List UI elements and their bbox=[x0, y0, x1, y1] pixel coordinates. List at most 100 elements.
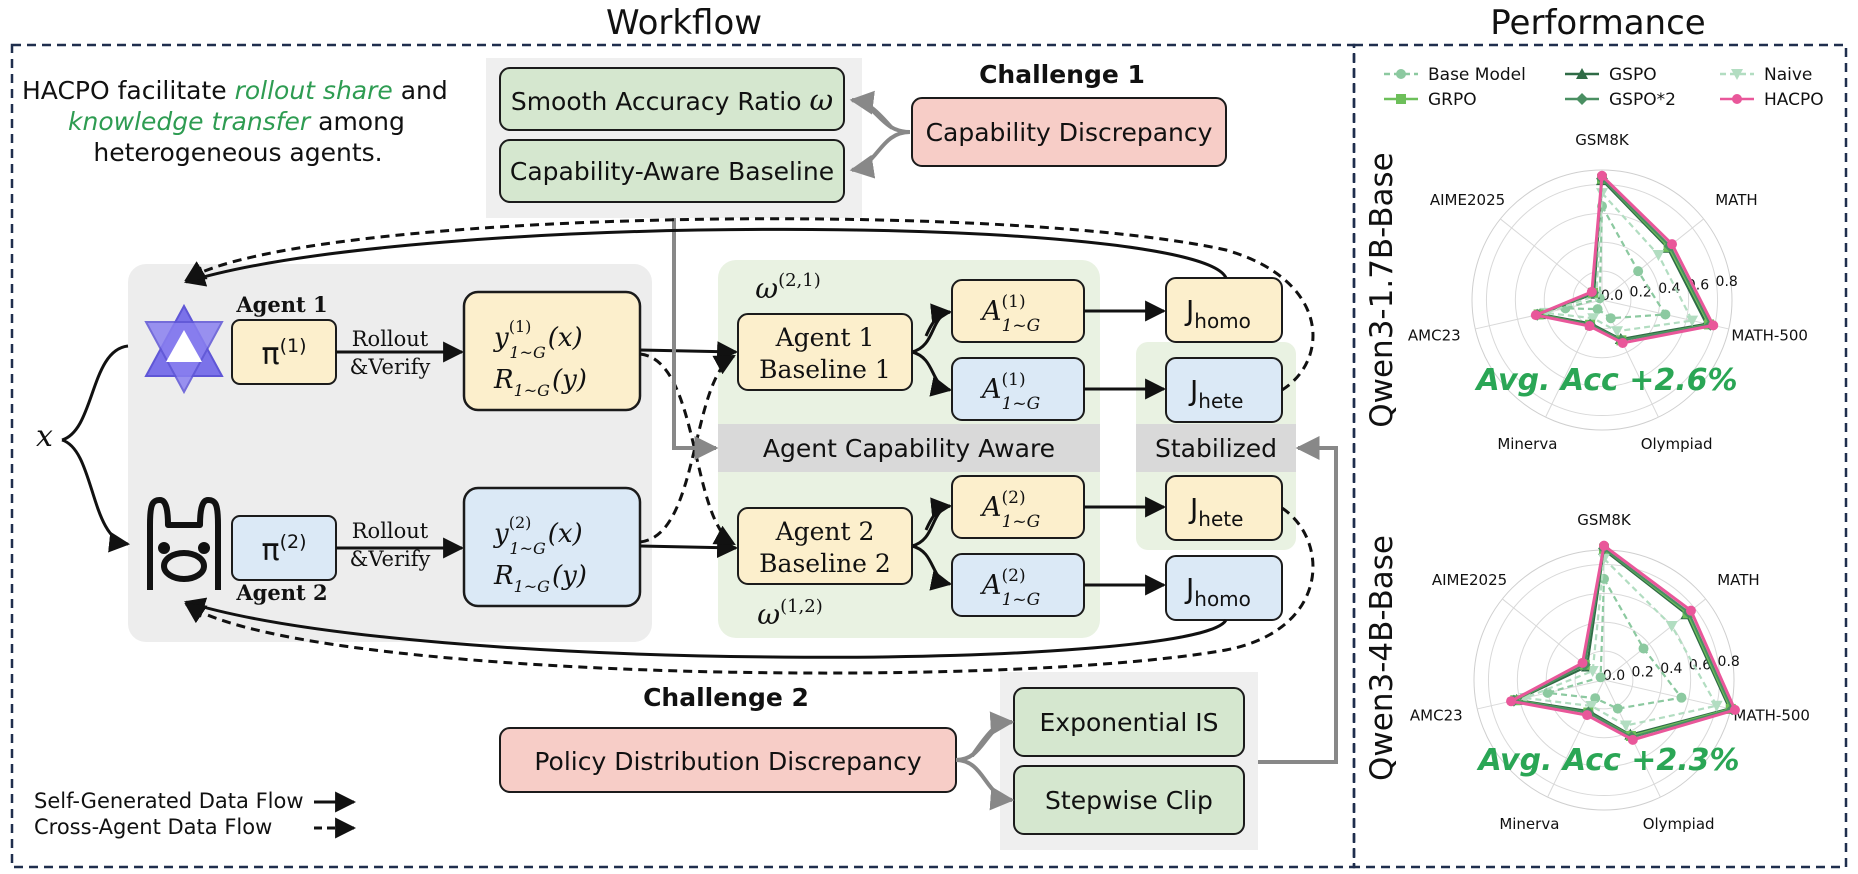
challenge2-heading: Challenge 2 bbox=[643, 683, 809, 712]
radar-point-5-4 bbox=[1584, 321, 1595, 332]
svg-text:Jhomo: Jhomo bbox=[1184, 572, 1251, 611]
radar-tick-label-4: 0.8 bbox=[1718, 654, 1740, 670]
challenge1-connector-top bbox=[849, 90, 894, 130]
radar-tick-label-1: 0.2 bbox=[1630, 284, 1652, 300]
baseline1-advantage-arrow-top bbox=[924, 303, 953, 337]
agent2-to-baseline2-arrow bbox=[639, 537, 739, 559]
radar-point-5-0 bbox=[1597, 170, 1607, 181]
radar-spoke-5 bbox=[1477, 679, 1605, 710]
baseline1-line1: Agent 1 bbox=[775, 323, 875, 352]
radar-point-0-3 bbox=[1612, 703, 1623, 714]
radar-series-2 bbox=[1545, 190, 1694, 333]
agent1-label: Agent 1 bbox=[235, 292, 327, 317]
radar-series-0 bbox=[1565, 202, 1668, 320]
stabilized-band bbox=[1136, 424, 1296, 472]
legend-label-5: HACPO bbox=[1764, 90, 1824, 110]
challenge2-to-stabilized-line bbox=[1258, 436, 1338, 764]
radar-point-5-3 bbox=[1617, 337, 1628, 348]
j-homo-2: Jhomo bbox=[1165, 555, 1283, 621]
legend-label-4: GSPO*2 bbox=[1609, 90, 1676, 110]
performance-frame bbox=[1352, 43, 1848, 869]
svg-text:Jhete: Jhete bbox=[1188, 374, 1243, 413]
agent1-verify-label: &Verify bbox=[350, 355, 431, 379]
radar-point-2-3 bbox=[1619, 720, 1632, 732]
radar-spoke-2 bbox=[1603, 679, 1731, 710]
legend-label-1: GSPO bbox=[1609, 65, 1657, 85]
radar-tick-label-2: 0.4 bbox=[1660, 661, 1682, 677]
advantage-2-b: A(2)1~G bbox=[951, 553, 1085, 617]
agent2-label: Agent 2 bbox=[235, 580, 327, 605]
capability-aware-baseline-label: Capability-Aware Baseline bbox=[510, 157, 834, 186]
radar-point-5-6 bbox=[1586, 286, 1597, 297]
radar-tick-label-0: 0.0 bbox=[1603, 668, 1625, 684]
radar-axis-label-0: GSM8K bbox=[1577, 511, 1632, 529]
radar-series-5 bbox=[1506, 543, 1738, 742]
legend-self-generated: Self-Generated Data Flow bbox=[34, 789, 304, 813]
legend-label-3: GRPO bbox=[1428, 90, 1477, 110]
j-hete-1: Jhete bbox=[1165, 357, 1283, 423]
capability-aware-label: Agent Capability Aware bbox=[763, 434, 1055, 463]
radar-spoke-1 bbox=[1601, 218, 1704, 301]
radar-series-5 bbox=[1530, 172, 1716, 345]
svg-text:A(2)1~G: A(2)1~G bbox=[979, 566, 1040, 610]
radar-axis-label-6: AIME2025 bbox=[1430, 191, 1505, 209]
legend-marker-3 bbox=[1396, 94, 1406, 104]
legend-marker-4 bbox=[1576, 93, 1588, 105]
radar-point-5-1 bbox=[1685, 605, 1696, 616]
radar-point-0-5 bbox=[1542, 687, 1553, 698]
performance-title: Performance bbox=[1490, 3, 1705, 43]
radar-series-0 bbox=[1547, 574, 1684, 710]
agent2-cross-arrow bbox=[639, 354, 736, 544]
radar-axis-label-2: MATH-500 bbox=[1733, 707, 1810, 725]
svg-text:Jhete: Jhete bbox=[1188, 492, 1243, 531]
radar-axis-label-5: AMC23 bbox=[1408, 327, 1461, 345]
legend-marker-5 bbox=[1732, 94, 1742, 104]
agent1-cross-loop bbox=[184, 217, 1315, 392]
radar-annotation: Avg. Acc +2.6% bbox=[1474, 363, 1737, 398]
intro-line-3: heterogeneous agents. bbox=[93, 138, 382, 167]
legend-label-2: Naive bbox=[1764, 65, 1812, 85]
radar-point-2-0 bbox=[1596, 188, 1608, 200]
radar-tick-label-0: 0.0 bbox=[1601, 288, 1623, 304]
radar-axis-label-6: AIME2025 bbox=[1432, 571, 1507, 589]
workflow-title: Workflow bbox=[606, 3, 762, 43]
radar-axis-label-3: Olympiad bbox=[1641, 435, 1713, 453]
workflow-frame bbox=[10, 43, 1356, 869]
model-label-1: Qwen3-1.7B-Base bbox=[1364, 152, 1400, 428]
radar-point-2-4 bbox=[1587, 313, 1600, 325]
radar-point-5-2 bbox=[1708, 320, 1719, 331]
radar-axis-label-2: MATH-500 bbox=[1731, 327, 1808, 345]
baseline2-advantage-arrow-top bbox=[924, 497, 953, 531]
radar-point-2-3 bbox=[1611, 326, 1624, 338]
advantage-1-a: A(1)1~G bbox=[951, 279, 1085, 343]
radar-axis-label-4: Minerva bbox=[1497, 435, 1557, 453]
radar-chart-qwen3-4b: GSM8KMATHMATH-500OlympiadMinervaAMC23AIM… bbox=[1410, 511, 1810, 833]
agent1-output-y: y(1)1~G(x) bbox=[493, 317, 583, 362]
svg-text:A(1)1~G: A(1)1~G bbox=[979, 370, 1040, 414]
baseline2-line2: Baseline 2 bbox=[759, 549, 891, 578]
radar-point-5-3 bbox=[1627, 734, 1638, 745]
radar-point-0-2 bbox=[1676, 692, 1687, 703]
radar-point-5-5 bbox=[1506, 696, 1517, 707]
svg-text:Jhomo: Jhomo bbox=[1184, 294, 1251, 333]
radar-chart-qwen3-1.7b: GSM8KMATHMATH-500OlympiadMinervaAMC23AIM… bbox=[1408, 131, 1808, 453]
radar-series-1 bbox=[1512, 547, 1731, 736]
baseline1-line2: Baseline 1 bbox=[759, 355, 891, 384]
radar-axis-label-1: MATH bbox=[1717, 571, 1759, 589]
agent1-rollout-label: Rollout bbox=[352, 327, 429, 351]
radar-point-2-2 bbox=[1686, 315, 1699, 327]
capability-aware-band bbox=[718, 424, 1100, 472]
radar-tick-label-1: 0.2 bbox=[1632, 664, 1654, 680]
radar-point-5-0 bbox=[1599, 540, 1609, 551]
omega-12: ω(1,2) bbox=[757, 596, 823, 631]
radar-point-0-1 bbox=[1633, 266, 1644, 277]
radar-series-2 bbox=[1524, 556, 1719, 727]
intro-line-2: knowledge transfer among bbox=[68, 107, 405, 136]
challenge2-connector-top bbox=[970, 711, 1015, 758]
challenge1-to-band-line bbox=[672, 218, 719, 460]
legend-marker-0 bbox=[1396, 69, 1406, 79]
agent1-output-r: R1~G(y) bbox=[493, 365, 587, 400]
radar-point-2-2 bbox=[1710, 700, 1723, 712]
svg-text:A(2)1~G: A(2)1~G bbox=[979, 488, 1040, 532]
